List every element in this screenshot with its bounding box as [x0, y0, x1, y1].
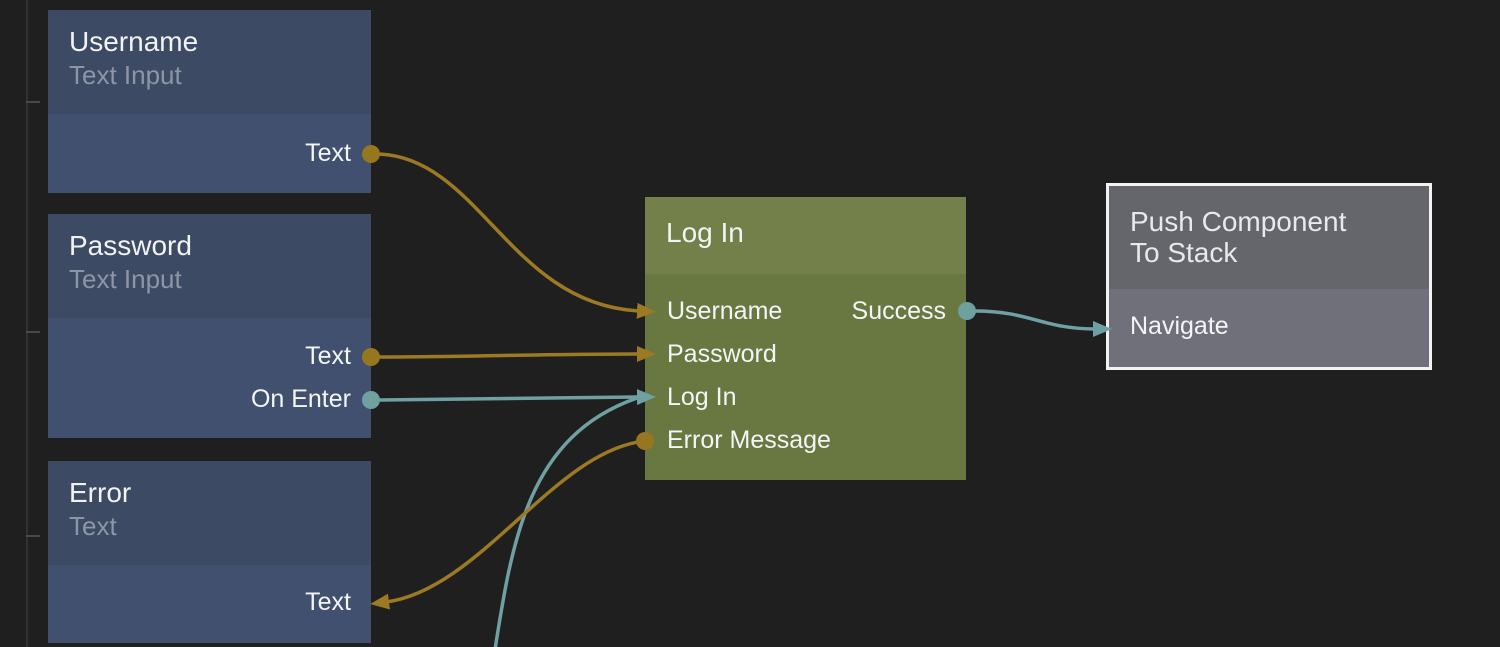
node-password[interactable]: Password Text Input Text On Enter	[48, 214, 371, 438]
canvas-guide-tick	[26, 331, 40, 333]
node-push-header[interactable]: Push Component To Stack	[1109, 186, 1429, 289]
node-log-in-header[interactable]: Log In	[645, 197, 966, 274]
node-subtitle: Text	[69, 511, 117, 541]
wire-password-onenter-to-login-login[interactable]	[378, 389, 656, 406]
wire-login-errormessage-to-error-text[interactable]	[370, 439, 646, 610]
node-subtitle: Text Input	[69, 60, 182, 90]
port-label: Navigate	[1130, 312, 1229, 340]
port-password-text-output[interactable]: Text	[48, 335, 371, 378]
node-error-header[interactable]: Error Text	[48, 461, 371, 565]
port-label: Text	[305, 588, 351, 616]
node-push-component-to-stack[interactable]: Push Component To Stack Navigate	[1106, 183, 1432, 370]
node-title: Log In	[666, 217, 744, 248]
node-username[interactable]: Username Text Input Text	[48, 10, 371, 193]
port-label: Log In	[667, 383, 737, 411]
port-push-navigate-input[interactable]: Navigate	[1109, 305, 1429, 348]
node-password-header[interactable]: Password Text Input	[48, 214, 371, 318]
wire-username-text-to-login-username[interactable]	[378, 152, 656, 319]
node-title: Password	[69, 230, 192, 261]
node-error[interactable]: Error Text Text	[48, 461, 371, 643]
port-label: Text	[305, 342, 351, 370]
canvas-guide-tick	[26, 101, 40, 103]
port-login-username-input[interactable]: Username	[667, 297, 783, 325]
port-label: Text	[305, 139, 351, 167]
wire-offscreen-to-login-login[interactable]	[493, 396, 638, 647]
port-label: Password	[667, 340, 777, 368]
node-username-header[interactable]: Username Text Input	[48, 10, 371, 114]
port-login-errormessage-output[interactable]: Error Message	[645, 419, 966, 462]
port-error-text-input[interactable]: Text	[48, 581, 371, 624]
node-title: Username	[69, 26, 199, 57]
port-login-password-input[interactable]: Password	[645, 333, 966, 376]
canvas-guide-tick	[26, 535, 40, 537]
node-subtitle: Text Input	[69, 264, 182, 294]
port-login-success-output[interactable]: Success	[851, 297, 946, 325]
wire-password-text-to-login-password[interactable]	[378, 346, 656, 363]
port-label: On Enter	[250, 385, 351, 413]
wire-login-success-to-push-navigate[interactable]	[974, 309, 1112, 337]
node-title: Error	[69, 477, 132, 508]
node-title: Push Component To Stack	[1130, 206, 1347, 268]
port-label: Error Message	[667, 426, 831, 454]
port-password-onenter-output[interactable]: On Enter	[48, 378, 371, 421]
port-login-login-input[interactable]: Log In	[645, 376, 966, 419]
node-log-in[interactable]: Log In Username Success Password Log In …	[645, 197, 966, 480]
canvas-guide-line	[26, 0, 28, 647]
port-username-text-output[interactable]: Text	[48, 132, 371, 175]
